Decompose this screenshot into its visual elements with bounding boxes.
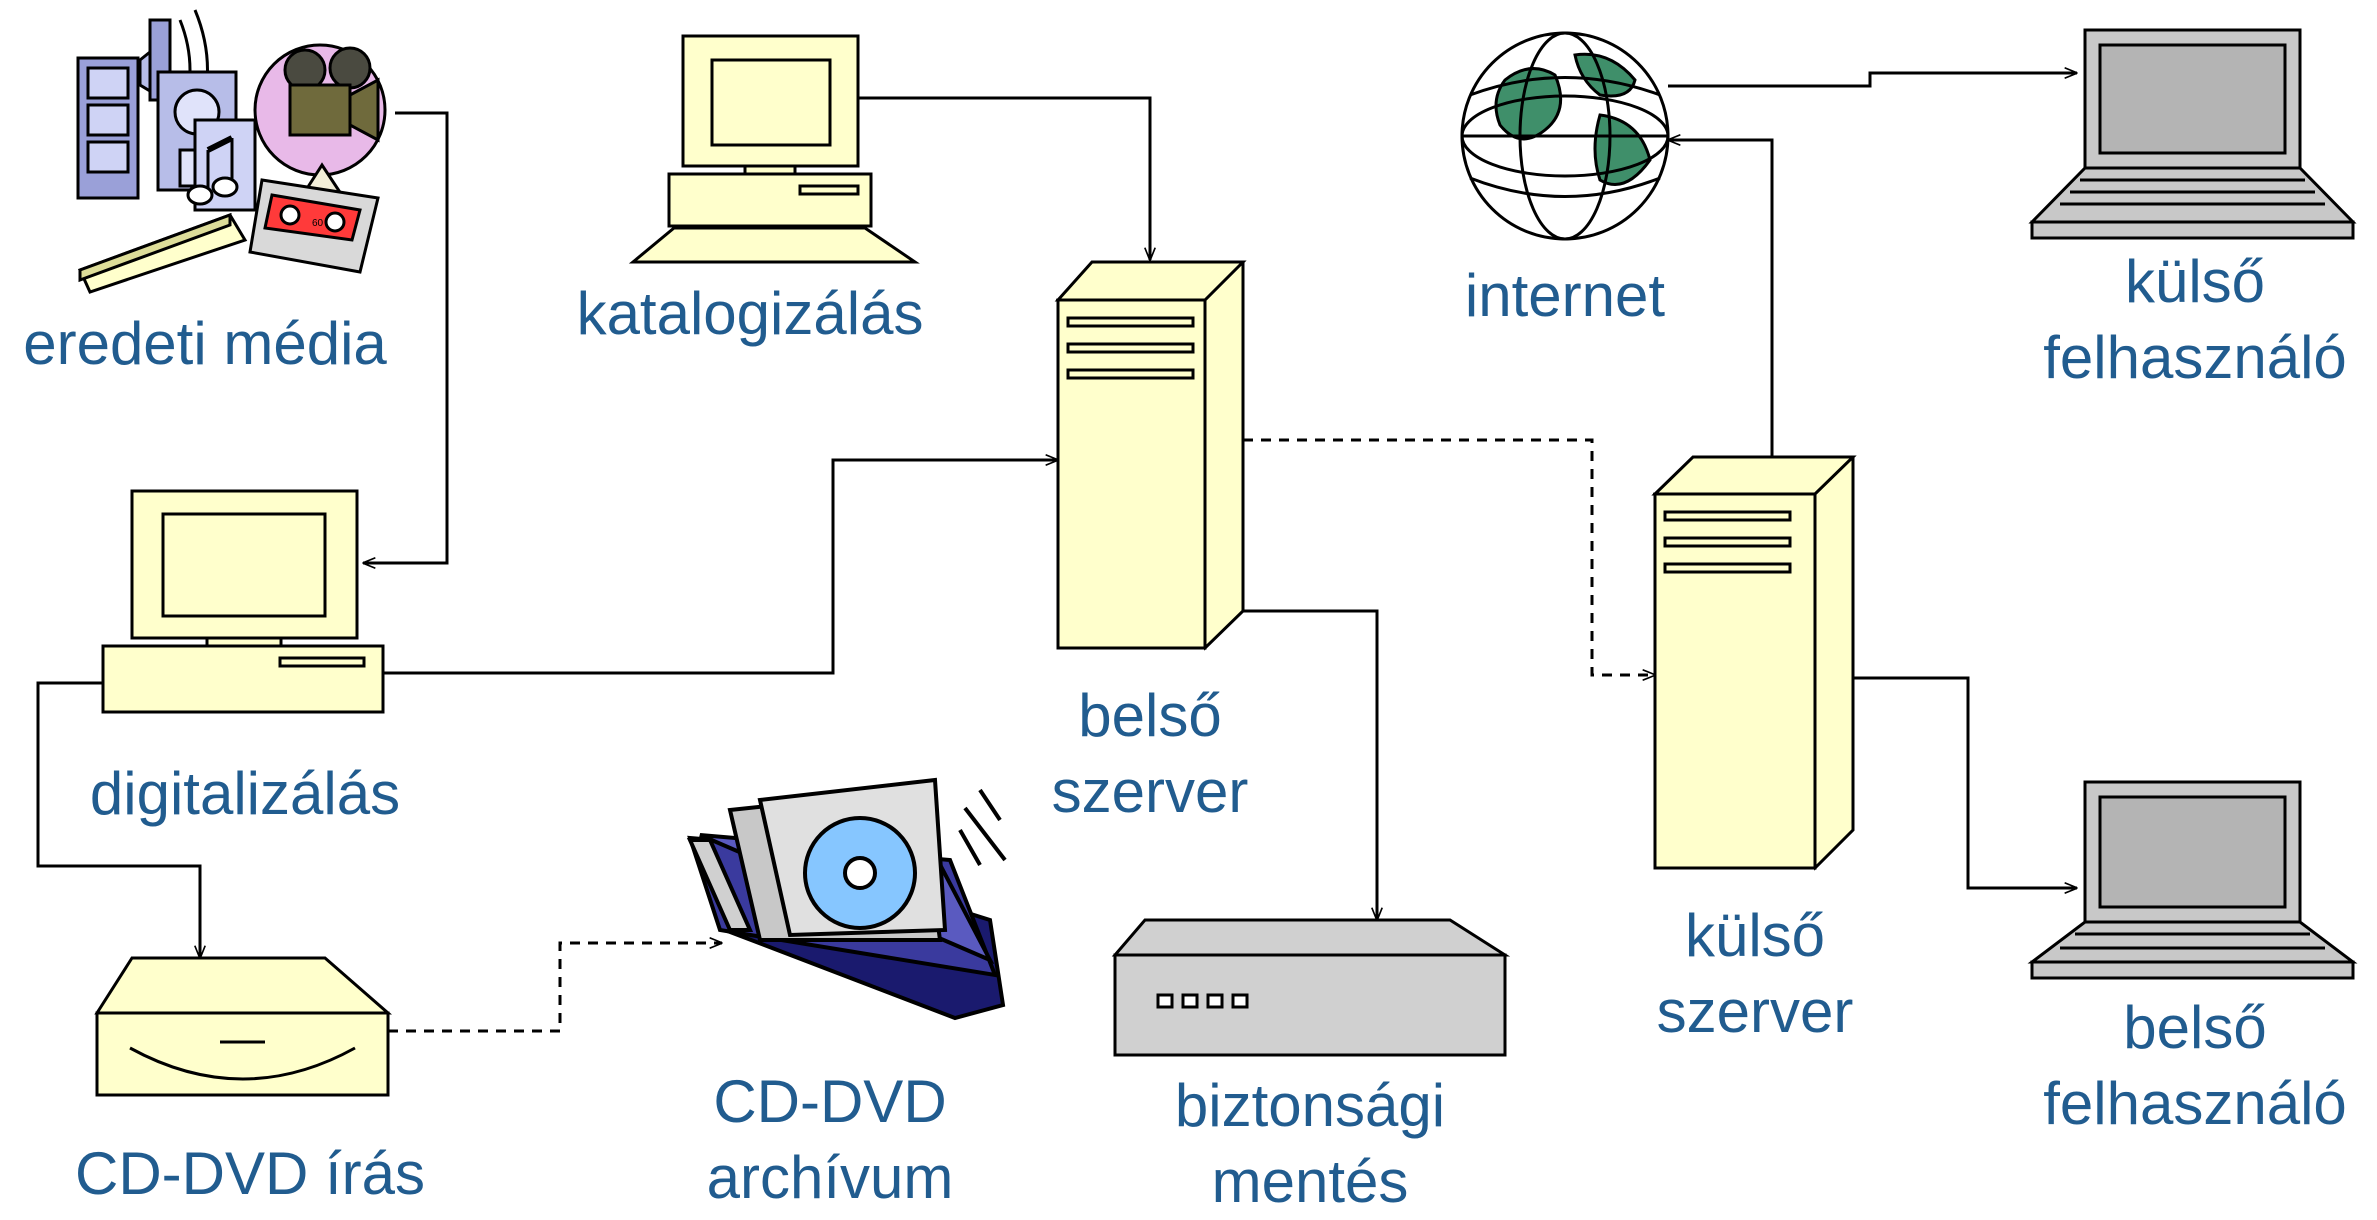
external-user-line-1: külső: [2124, 248, 2266, 315]
connector-cd-writer-to-archive-dashed: [388, 943, 722, 1033]
connector-media-to-digitizing: [363, 111, 449, 563]
internal-server-label: belső szerver: [980, 678, 1320, 830]
internal-user-line-2: felhasználó: [2043, 1070, 2347, 1137]
internet-text: internet: [1464, 262, 1666, 329]
digitizing-computer-icon: [101, 489, 385, 714]
internal-user-label: belső felhasználó: [2020, 990, 2370, 1142]
external-server-line-1: külső: [1684, 902, 1826, 969]
connector-external-server-to-internal-user: [1853, 676, 2077, 888]
cd-dvd-writing-text: CD-DVD írás: [74, 1140, 425, 1207]
internal-server-icon: [1054, 260, 1247, 651]
external-user-laptop-icon: [2028, 28, 2357, 240]
backup-line-2: mentés: [1211, 1148, 1409, 1215]
cd-dvd-writing-label: CD-DVD írás: [40, 1136, 460, 1212]
connector-internet-to-external-user: [1668, 73, 2077, 88]
connectors: [36, 73, 2077, 1033]
external-server-line-2: szerver: [1656, 978, 1854, 1045]
original-media-icon: 60: [76, 9, 387, 294]
cd-dvd-archive-line-1: CD-DVD: [713, 1068, 947, 1135]
cd-dvd-archive-icon: [686, 777, 1007, 1021]
internal-user-laptop-icon: [2027, 780, 2358, 980]
original-media-label: eredeti média: [5, 306, 405, 382]
backup-label: biztonsági mentés: [1140, 1068, 1480, 1220]
backup-device-icon: [1111, 918, 1511, 1057]
connector-digitizing-to-cd-writer: [36, 681, 200, 958]
external-user-line-2: felhasználó: [2043, 324, 2347, 391]
connector-cataloging-to-internal-server: [858, 96, 1150, 260]
digitizing-label: digitalizálás: [45, 756, 445, 832]
connector-digitizing-to-internal-server: [383, 460, 1058, 675]
cd-dvd-writer-icon: [94, 956, 392, 1097]
cataloging-text: katalogizálás: [576, 280, 924, 347]
connector-external-server-to-internet: [1668, 140, 1774, 457]
globe-icon: [1460, 31, 1670, 241]
digitizing-text: digitalizálás: [89, 760, 401, 827]
internal-server-line-1: belső: [1078, 682, 1222, 749]
cd-dvd-archive-label: CD-DVD archívum: [660, 1064, 1000, 1216]
connector-internal-server-to-backup: [1243, 609, 1377, 920]
external-user-label: külső felhasználó: [2020, 244, 2370, 396]
external-server-label: külső szerver: [1585, 898, 1925, 1050]
connector-internal-to-external-server-dashed: [1243, 438, 1655, 675]
internal-user-line-1: belső: [2123, 994, 2267, 1061]
backup-line-1: biztonsági: [1174, 1072, 1446, 1139]
cd-dvd-archive-line-2: archívum: [706, 1144, 954, 1211]
internet-label: internet: [1380, 258, 1750, 334]
internal-server-line-2: szerver: [1051, 758, 1249, 825]
cataloging-computer-icon: [628, 34, 920, 264]
external-server-icon: [1651, 455, 1857, 871]
original-media-text: eredeti média: [23, 310, 387, 377]
cataloging-label: katalogizálás: [550, 276, 950, 352]
cassette-label: 60: [312, 218, 324, 229]
